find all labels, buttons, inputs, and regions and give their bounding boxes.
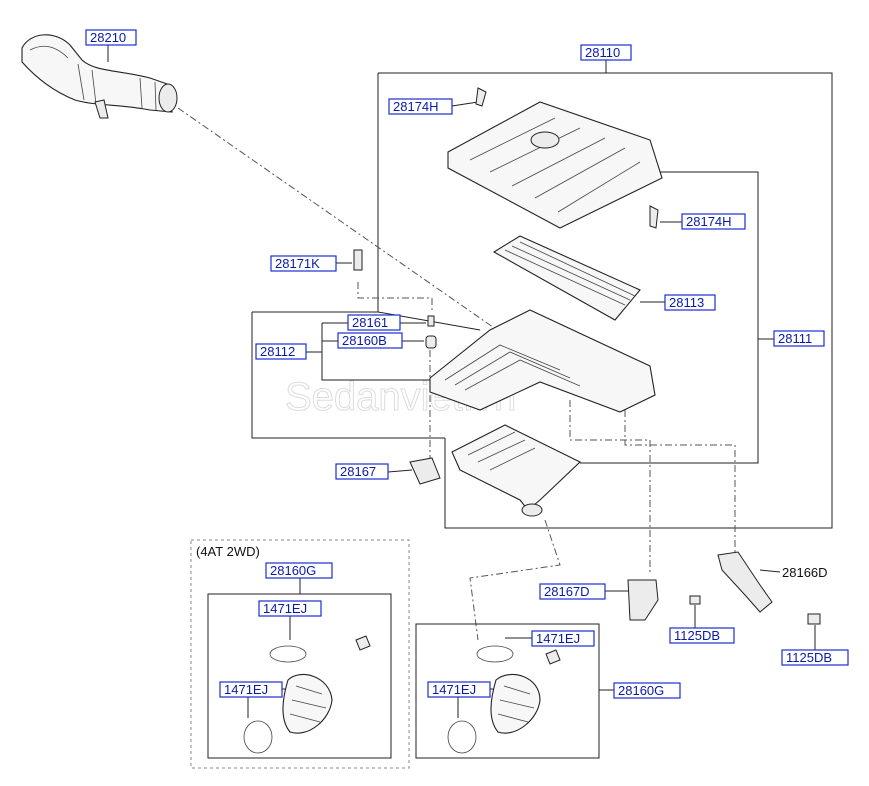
svg-text:1471EJ: 1471EJ: [224, 682, 268, 697]
label-28111[interactable]: 28111: [773, 330, 825, 347]
svg-text:28160G: 28160G: [270, 563, 316, 578]
label-28110[interactable]: 28110: [580, 44, 632, 61]
label-28160g-right[interactable]: 28160G: [613, 682, 681, 699]
svg-text:28110: 28110: [585, 45, 620, 60]
label-1471ej-right-bottom[interactable]: 1471EJ: [427, 681, 491, 698]
label-28166d[interactable]: 28166D: [782, 565, 828, 580]
hose-28160g-left-drawing: [243, 635, 371, 754]
svg-text:28167D: 28167D: [544, 584, 590, 599]
label-28160g-left[interactable]: 28160G: [265, 562, 333, 579]
hose-28160g-right-drawing: [447, 645, 561, 754]
clip-28174h-right-drawing: [649, 205, 659, 229]
svg-text:28161: 28161: [352, 315, 388, 330]
variant-note: (4AT 2WD): [196, 544, 260, 559]
bolt-1125db-a-drawing: [689, 595, 701, 605]
svg-text:28111: 28111: [778, 331, 812, 346]
label-28161[interactable]: 28161: [347, 314, 401, 331]
svg-text:28160B: 28160B: [342, 333, 387, 348]
label-28210[interactable]: 28210: [85, 29, 137, 46]
bracket-28166d-drawing: [717, 551, 773, 613]
svg-text:28171K: 28171K: [275, 256, 320, 271]
svg-text:1471EJ: 1471EJ: [263, 601, 307, 616]
bracket-28167-drawing: [409, 457, 441, 485]
bolt-28171k-drawing: [353, 249, 363, 271]
bushing-28161-drawing: [427, 315, 435, 327]
assembly-28111-frame: [580, 171, 759, 464]
bracket-28167d-drawing: [627, 579, 659, 621]
assembly-28110-frame: [378, 72, 833, 529]
label-28113[interactable]: 28113: [664, 294, 716, 311]
label-1125db-a[interactable]: 1125DB: [669, 627, 735, 644]
label-1125db-b[interactable]: 1125DB: [781, 649, 849, 666]
bushing-28160b-drawing: [425, 335, 437, 349]
svg-text:28174H: 28174H: [393, 99, 439, 114]
svg-text:1125DB: 1125DB: [674, 628, 720, 643]
svg-text:28160G: 28160G: [618, 683, 664, 698]
filter-element-28113-drawing: [492, 235, 641, 321]
svg-text:1471EJ: 1471EJ: [432, 682, 476, 697]
label-28167d[interactable]: 28167D: [539, 583, 606, 600]
svg-text:28167: 28167: [340, 464, 376, 479]
label-28174h-top[interactable]: 28174H: [388, 98, 453, 115]
label-28112[interactable]: 28112: [255, 343, 307, 360]
svg-text:1125DB: 1125DB: [786, 650, 832, 665]
assembly-28112-frame: [251, 312, 445, 439]
intake-duct-28210-drawing: [21, 34, 178, 119]
lower-tray-drawing: [451, 424, 581, 517]
svg-text:1471EJ: 1471EJ: [536, 631, 580, 646]
label-28160b[interactable]: 28160B: [337, 332, 403, 349]
label-28171k[interactable]: 28171K: [270, 255, 337, 272]
label-28167[interactable]: 28167: [335, 463, 389, 480]
label-28174h-right[interactable]: 28174H: [681, 213, 746, 230]
air-cleaner-cover-drawing: [447, 101, 663, 229]
label-1471ej-left-bottom[interactable]: 1471EJ: [219, 681, 283, 698]
svg-text:28112: 28112: [260, 344, 295, 359]
svg-text:28174H: 28174H: [686, 214, 732, 229]
clip-28174h-top-drawing: [475, 87, 487, 107]
svg-text:28113: 28113: [669, 295, 704, 310]
air-cleaner-body-drawing: [429, 309, 656, 413]
svg-text:28166D: 28166D: [782, 565, 828, 580]
variant-4at-2wd-frame: [190, 539, 410, 769]
label-1471ej-right-top[interactable]: 1471EJ: [531, 630, 595, 647]
label-1471ej-left-top[interactable]: 1471EJ: [258, 600, 322, 617]
svg-text:28210: 28210: [90, 30, 126, 45]
bolt-1125db-b-drawing: [807, 613, 821, 625]
